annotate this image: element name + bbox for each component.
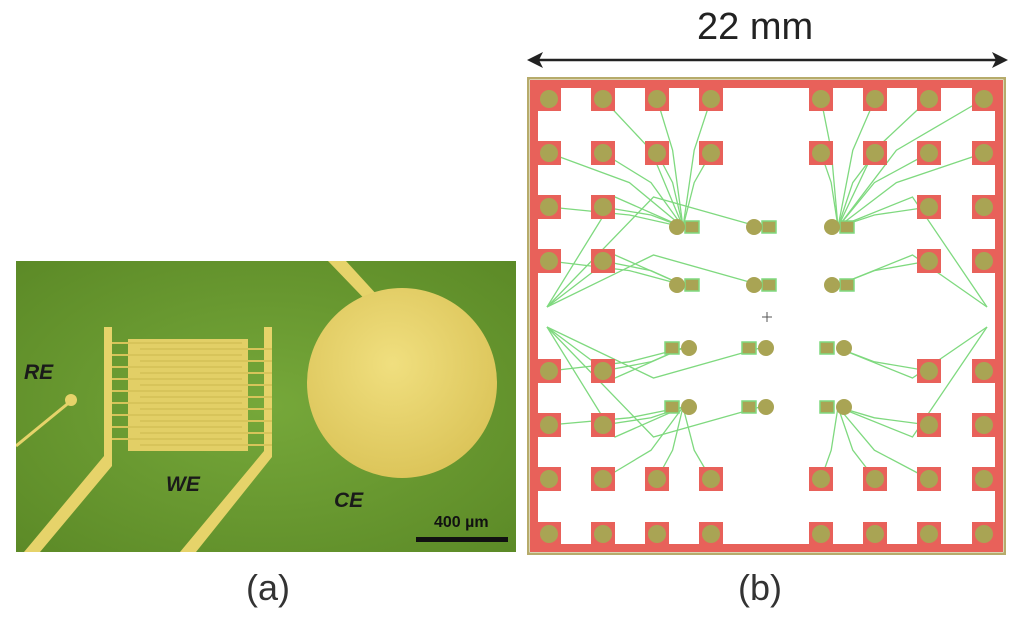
contact-pad	[537, 413, 561, 437]
trace	[546, 326, 761, 438]
contact-pad	[699, 467, 723, 491]
contact-pad	[917, 141, 941, 165]
contact-pad	[809, 467, 833, 491]
ce-label: CE	[334, 489, 364, 512]
sensor-electrode	[669, 219, 700, 235]
contact-pad	[537, 467, 561, 491]
trace	[546, 254, 761, 308]
electrode-micrograph: RE WE CE 400 µm	[16, 261, 516, 552]
contact-pad	[972, 87, 996, 111]
contact-pad	[537, 195, 561, 219]
trace	[546, 196, 761, 308]
contact-pad	[809, 87, 833, 111]
contact-pad	[591, 413, 615, 437]
trace	[837, 326, 988, 438]
sensor-electrode	[664, 340, 697, 356]
dimension-label: 22 mm	[697, 6, 814, 48]
trace	[837, 406, 930, 480]
contact-pad	[917, 87, 941, 111]
contact-pad	[809, 141, 833, 165]
contact-pad	[917, 522, 941, 546]
contact-pad	[537, 87, 561, 111]
trace	[837, 326, 988, 379]
trace	[548, 206, 684, 228]
sensor-electrode	[669, 277, 700, 293]
trace	[837, 98, 876, 228]
chip-layout	[527, 77, 1006, 555]
contact-pad	[645, 87, 669, 111]
sensor-electrode	[664, 399, 697, 415]
re-label: RE	[24, 361, 54, 384]
contact-pad	[537, 359, 561, 383]
we-label: WE	[166, 473, 201, 496]
contact-pad	[972, 141, 996, 165]
trace	[602, 406, 684, 480]
contact-pad	[645, 141, 669, 165]
contact-pad	[591, 522, 615, 546]
contact-pad	[699, 87, 723, 111]
contact-pad	[972, 195, 996, 219]
contact-pad	[699, 141, 723, 165]
trace	[548, 152, 684, 228]
contact-pad	[863, 141, 887, 165]
contact-pad	[537, 141, 561, 165]
trace	[837, 152, 985, 228]
trace	[682, 98, 712, 228]
sensor-electrode	[741, 340, 774, 356]
contact-pad	[917, 249, 941, 273]
contact-pad	[972, 467, 996, 491]
sensor-electrode	[746, 219, 777, 235]
contact-pad	[972, 522, 996, 546]
contact-pad	[591, 249, 615, 273]
chip-frame	[530, 80, 1003, 552]
sensor-electrode	[824, 277, 855, 293]
contact-pad	[699, 522, 723, 546]
contact-pad	[917, 195, 941, 219]
sensor-array	[664, 219, 855, 415]
contact-pad	[863, 467, 887, 491]
sensor-electrode	[819, 340, 852, 356]
contact-pad	[972, 359, 996, 383]
contact-pad	[917, 413, 941, 437]
caption-b: (b)	[738, 567, 782, 608]
sensor-electrode	[819, 399, 852, 415]
contact-pad	[591, 141, 615, 165]
contact-pad	[863, 522, 887, 546]
contact-pad	[591, 359, 615, 383]
trace	[837, 254, 988, 308]
contact-pad	[591, 467, 615, 491]
contact-pads	[537, 87, 996, 546]
center-mark	[762, 312, 772, 322]
dimension-arrow	[527, 52, 1008, 68]
trace	[837, 152, 930, 228]
trace	[602, 152, 684, 228]
trace	[837, 98, 985, 228]
working-electrode	[24, 327, 272, 552]
contact-pad	[537, 522, 561, 546]
sensor-electrode	[824, 219, 855, 235]
contact-pad	[972, 413, 996, 437]
contact-pad	[917, 359, 941, 383]
trace	[546, 326, 761, 379]
reference-electrode	[16, 394, 77, 448]
sensor-electrode	[746, 277, 777, 293]
caption-a: (a)	[246, 567, 290, 608]
contact-pad	[917, 467, 941, 491]
counter-electrode	[307, 261, 497, 478]
sensor-electrode	[741, 399, 774, 415]
contact-pad	[537, 249, 561, 273]
contact-pad	[591, 195, 615, 219]
contact-pad	[645, 522, 669, 546]
contact-pad	[591, 87, 615, 111]
interconnect-traces	[546, 98, 988, 480]
scale-bar-label: 400 µm	[434, 514, 489, 531]
trace	[837, 196, 988, 308]
contact-pad	[972, 249, 996, 273]
trace	[548, 260, 684, 286]
contact-pad	[863, 87, 887, 111]
trace	[656, 98, 684, 228]
contact-pad	[645, 467, 669, 491]
scale-bar: 400 µm	[416, 514, 508, 542]
contact-pad	[809, 522, 833, 546]
